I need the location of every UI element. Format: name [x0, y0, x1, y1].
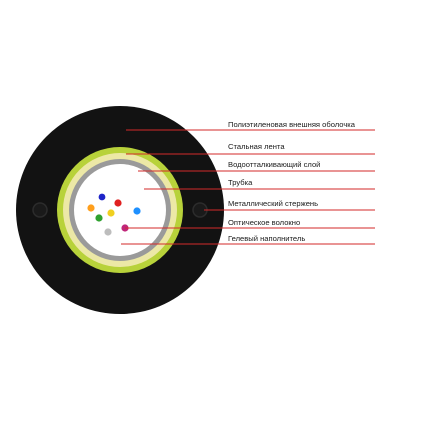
optical-fibers: [87, 193, 141, 236]
label-gel-filler: Гелевый наполнитель: [228, 234, 305, 243]
label-optical-fiber: Оптическое волокно: [228, 218, 300, 227]
fiber-dot: [95, 214, 103, 222]
cable-cross-section: [16, 106, 224, 314]
fiber-dot: [114, 199, 122, 207]
leader-lines: [121, 129, 375, 245]
fiber-dot: [104, 228, 112, 236]
fiber-dot: [107, 209, 115, 217]
fiber-dot: [87, 204, 95, 212]
gel-filler: [80, 170, 160, 250]
label-water-blocking: Водоотталкивающий слой: [228, 160, 320, 169]
label-outer-sheath: Полиэтиленовая внешняя оболочка: [228, 120, 356, 129]
label-tube: Трубка: [228, 178, 253, 187]
labels: Полиэтиленовая внешняя оболочка Стальная…: [228, 120, 356, 243]
fiber-dot: [133, 207, 141, 215]
metal-rod-left: [32, 202, 48, 218]
fiber-dot: [98, 193, 106, 201]
label-metal-rod: Металлический стержень: [228, 199, 318, 208]
label-steel-tape: Стальная лента: [228, 142, 285, 151]
